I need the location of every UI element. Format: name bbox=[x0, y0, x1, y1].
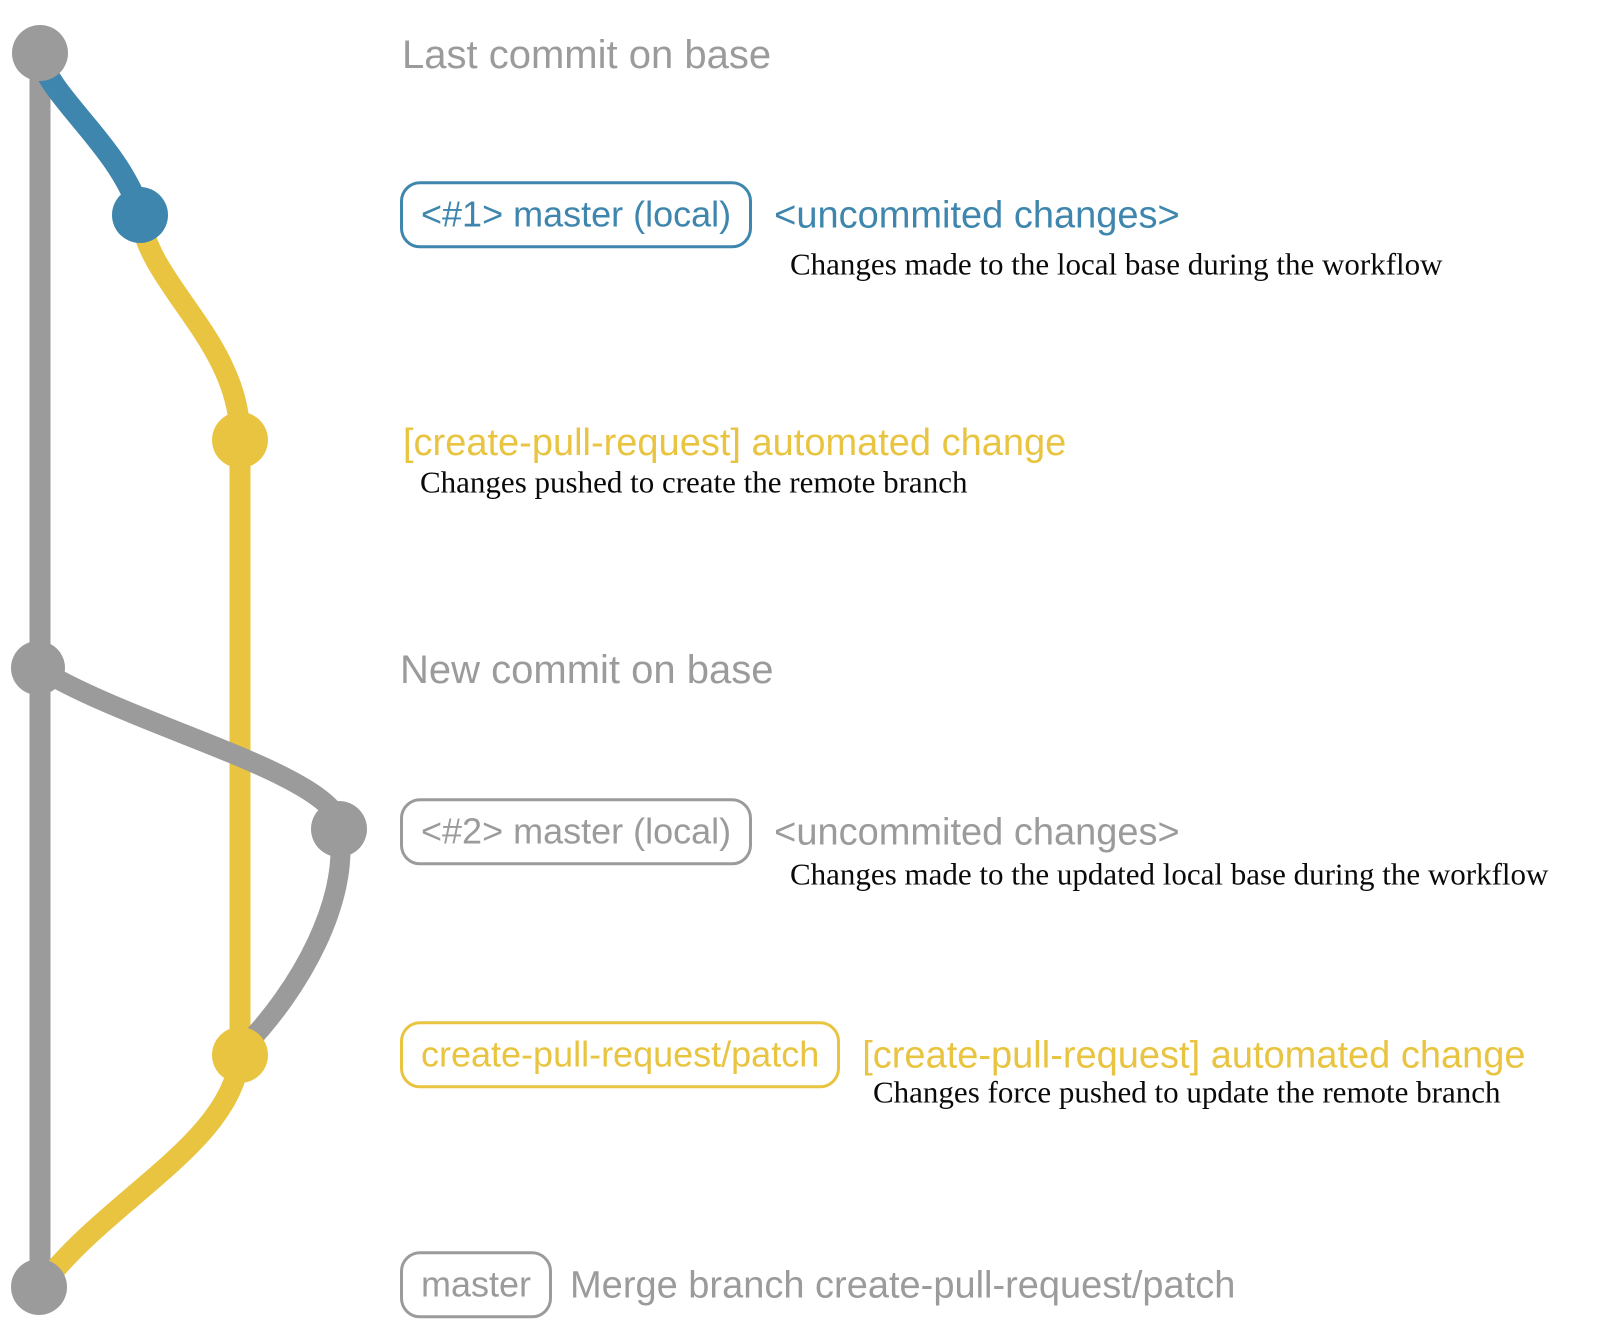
branch-badge-master-local-2: <#2> master (local) bbox=[400, 798, 753, 866]
commit-dot-base-last bbox=[12, 25, 68, 81]
branch-curve-local-master-2b bbox=[235, 827, 351, 1056]
commit-message-uncommited-2: <uncommited changes> bbox=[774, 810, 1180, 853]
commit-dot-base-new bbox=[11, 641, 65, 695]
commit-message-merge: Merge branch create-pull-request/patch bbox=[570, 1263, 1236, 1306]
commit-message-uncommited-1: <uncommited changes> bbox=[774, 193, 1180, 236]
branch-badge-patch: create-pull-request/patch bbox=[400, 1021, 841, 1089]
commit-message-automated-2: [create-pull-request] automated change bbox=[862, 1033, 1526, 1076]
commit-dot-patch-1 bbox=[212, 412, 268, 468]
commit-dot-patch-2 bbox=[212, 1027, 268, 1083]
branch-curve-patch-1 bbox=[129, 213, 251, 1055]
branch-curve-local-master-1 bbox=[29, 53, 151, 216]
commit-row-merge: master Merge branch create-pull-request/… bbox=[400, 1251, 1236, 1319]
commit-dot-local-master-2 bbox=[311, 801, 367, 857]
commit-message-automated-1: [create-pull-request] automated change bbox=[403, 422, 1067, 464]
annotation-last-commit: Last commit on base bbox=[402, 33, 772, 77]
commit-description-1: Changes made to the local base during th… bbox=[790, 246, 1443, 282]
branch-badge-master: master bbox=[400, 1251, 553, 1319]
commit-description-4: Changes force pushed to update the remot… bbox=[873, 1074, 1501, 1110]
annotation-new-commit: New commit on base bbox=[400, 648, 774, 692]
commit-dot-local-master-1 bbox=[112, 187, 168, 243]
commit-row-local-master-2: <#2> master (local) <uncommited changes> bbox=[400, 798, 1180, 866]
commit-dot-base-merge bbox=[11, 1259, 67, 1315]
branch-curve-local-master-2a bbox=[32, 659, 350, 827]
commit-row-patch-1: [create-pull-request] automated change bbox=[403, 424, 1066, 462]
commit-description-2: Changes pushed to create the remote bran… bbox=[420, 464, 968, 500]
commit-row-patch-2: create-pull-request/patch [create-pull-r… bbox=[400, 1021, 1526, 1089]
commit-row-local-master-1: <#1> master (local) <uncommited changes> bbox=[400, 181, 1180, 249]
branch-curve-merge bbox=[39, 1053, 251, 1285]
branch-badge-master-local-1: <#1> master (local) bbox=[400, 181, 753, 249]
commit-graph bbox=[11, 25, 367, 1315]
commit-description-3: Changes made to the updated local base d… bbox=[790, 856, 1549, 892]
